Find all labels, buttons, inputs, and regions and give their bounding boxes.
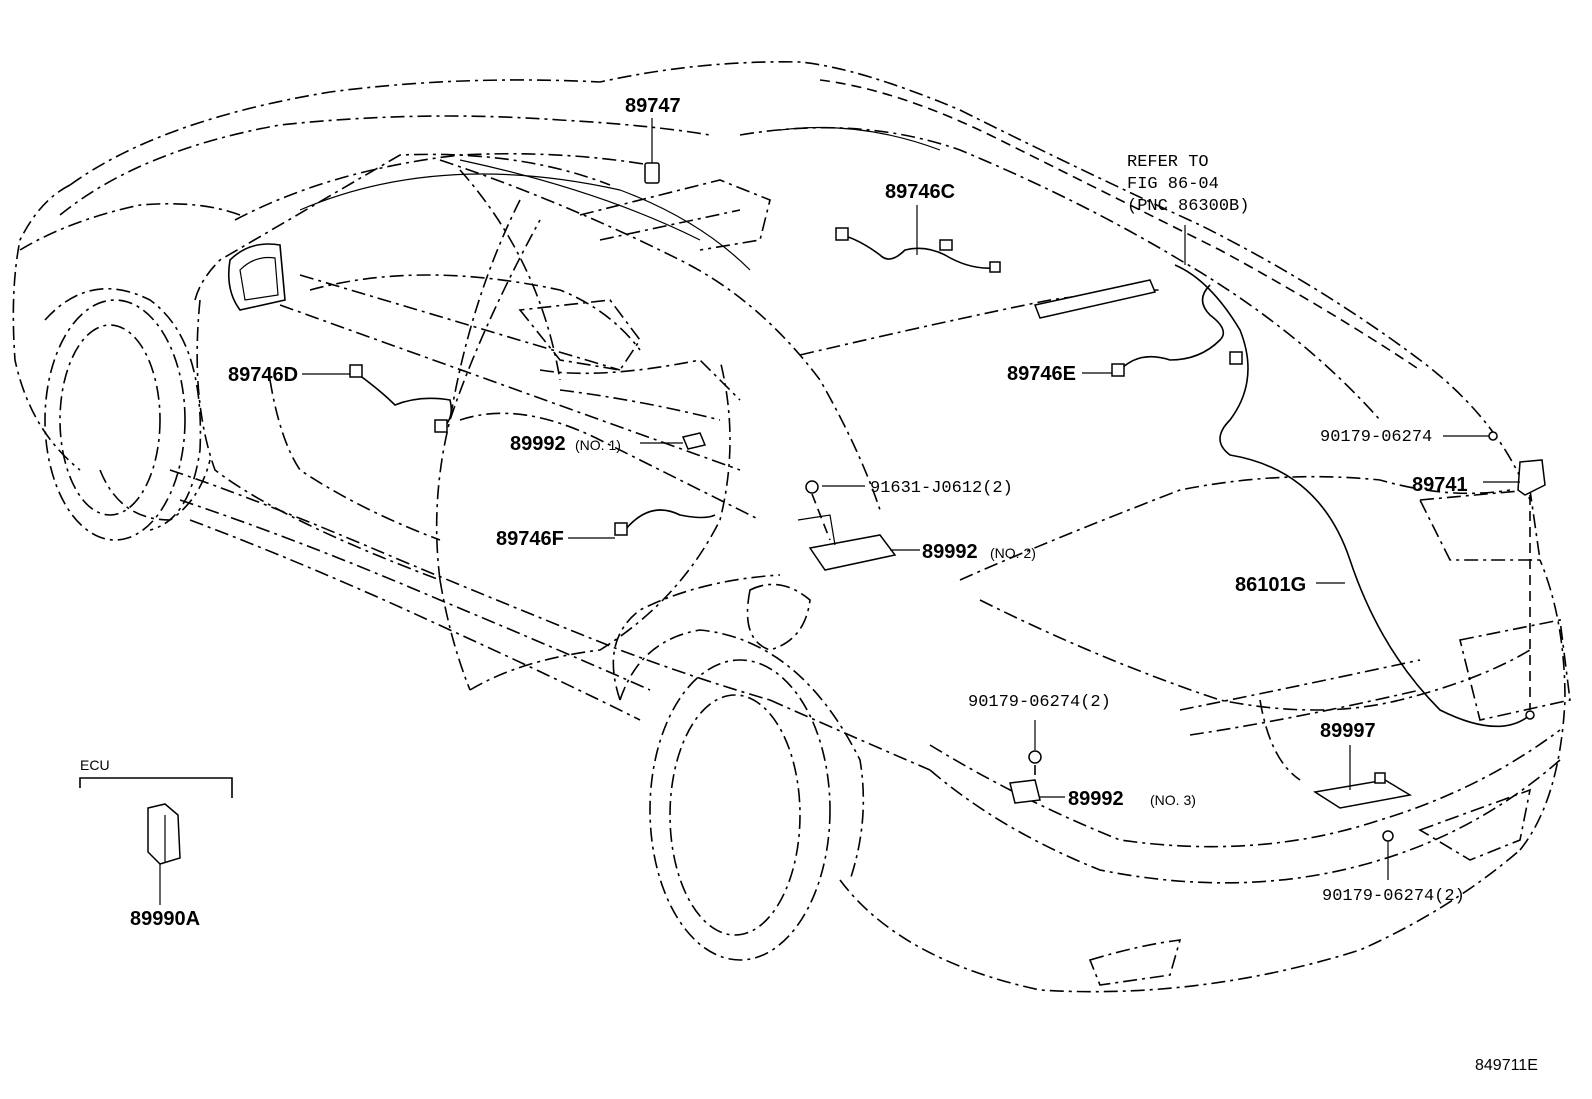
refer-line-2: FIG 86-04	[1127, 175, 1219, 194]
label-89992-no3-note: (NO. 3)	[1150, 792, 1196, 808]
label-89997: 89997	[1320, 720, 1376, 742]
car-outline	[12, 61, 1571, 993]
label-89992-no2: 89992	[922, 541, 978, 563]
label-90179-mid: 90179-06274(2)	[968, 693, 1111, 712]
refer-line-3: (PNC 86300B)	[1127, 197, 1249, 216]
label-89746E: 89746E	[1007, 363, 1076, 385]
refer-line-1: REFER TO	[1127, 153, 1209, 172]
part-labels: 89747 89746C 89746D 89746E 89992 (NO. 1)…	[80, 95, 1538, 1074]
label-89741: 89741	[1412, 474, 1468, 496]
label-89747: 89747	[625, 95, 681, 117]
label-ecu: ECU	[80, 757, 110, 773]
parts	[147, 162, 1546, 865]
leader-lines	[79, 118, 1520, 905]
label-91631: 91631-J0612(2)	[870, 479, 1013, 498]
label-89992-no2-note: (NO. 2)	[990, 545, 1036, 561]
label-89992-no1-note: (NO. 1)	[575, 437, 621, 453]
label-89992-no1: 89992	[510, 433, 566, 455]
label-90179-top: 90179-06274	[1320, 428, 1432, 447]
figure-code: 849711E	[1475, 1057, 1538, 1074]
label-89992-no3: 89992	[1068, 788, 1124, 810]
label-89746F: 89746F	[496, 528, 564, 550]
label-89746C: 89746C	[885, 181, 955, 203]
label-89990A: 89990A	[130, 908, 200, 930]
label-90179-bottom: 90179-06274(2)	[1322, 887, 1465, 906]
label-89746D: 89746D	[228, 364, 298, 386]
label-86101G: 86101G	[1235, 574, 1306, 596]
